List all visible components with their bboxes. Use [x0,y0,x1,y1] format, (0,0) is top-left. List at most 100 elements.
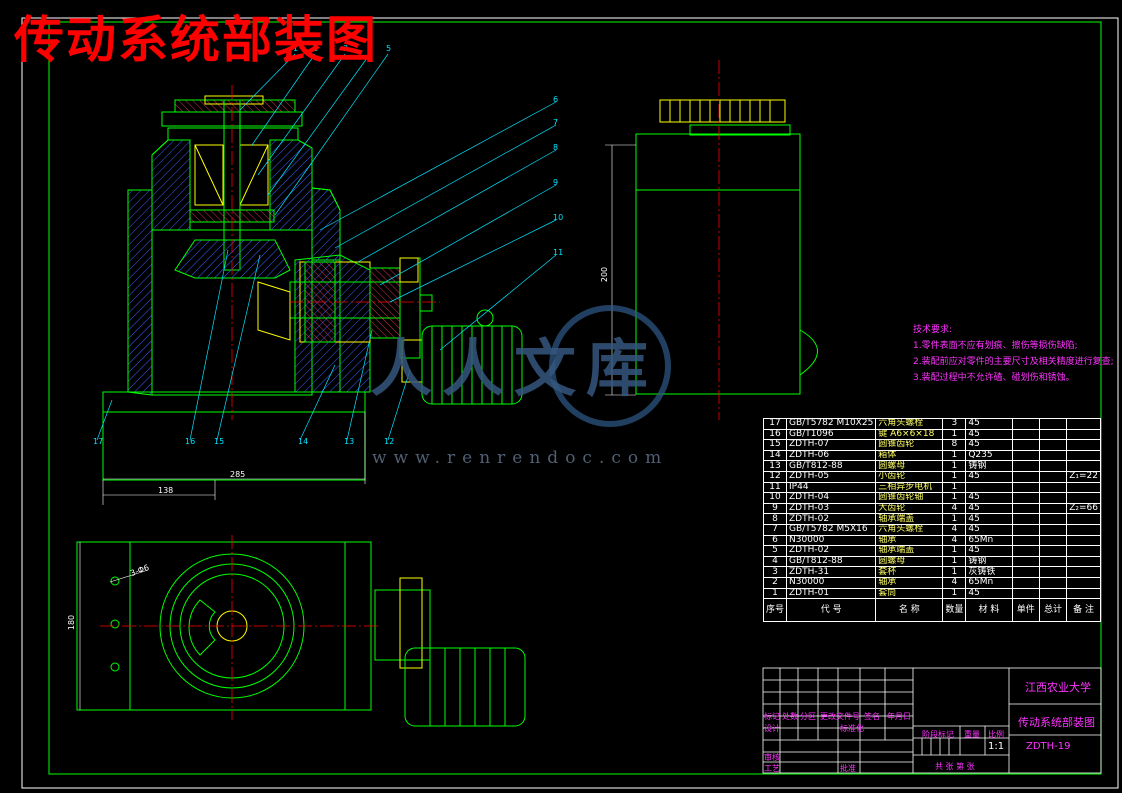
bom-cell-material: 45 [965,439,1013,451]
bom-cell-code: GB/T812-88 [786,555,877,568]
bom-cell-name: 圆锥齿轮轴 [875,492,944,504]
callout-number: 15 [214,437,225,446]
bom-cell-material: 65Mn [965,576,1013,589]
bom-cell-qty: 3 [942,418,967,430]
bom-cell-total-weight [1038,576,1068,589]
bom-cell-material: 45 [965,513,1013,525]
watermark-url: www.renrendoc.com [372,448,669,468]
bom-cell-name: 三相异步电机 [875,481,944,494]
bom-cell-qty: 1 [942,449,967,462]
bom-header-qty: 数量 [942,598,967,623]
tb-label-stage-mark: 阶段标记 [922,730,954,739]
dimension-lines-top [79,542,149,710]
bom-cell-total-weight [1038,513,1068,525]
bom-cell-name: 套杯 [875,566,944,578]
bom-cell-name: 套筒 [875,587,944,600]
bom-cell-name: 小齿轮 [875,470,944,483]
bom-cell-total-weight [1038,449,1068,462]
bom-cell-name: 圆螺母 [875,460,944,472]
sheet-count: 共 张 第 张 [935,762,975,771]
bom-cell-material: 45 [965,545,1013,557]
tb-label-count: 处数 [782,712,798,721]
tb-label-approve: 批准 [840,764,856,773]
bom-cell-code: N30000 [786,576,877,589]
callout-number: 8 [553,143,559,152]
tb-label-weight: 重量 [964,730,980,739]
bom-cell-note [1066,555,1101,568]
bom-cell-unit-weight [1011,523,1040,536]
bom-cell-code: GB/T1096 [786,428,877,441]
requirement-item: 1.零件表面不应有划痕、擦伤等损伤缺陷; [913,341,1078,351]
bom-cell-code: ZDTH-02 [786,513,877,525]
bom-cell-no: 11 [762,481,788,494]
bom-cell-code: GB/T812-88 [786,460,877,472]
bom-cell-note [1066,534,1101,547]
bom-cell-note [1066,439,1101,451]
bom-cell-total-weight [1038,439,1068,451]
bom-cell-code: ZDTH-07 [786,439,877,451]
bom-cell-material: 45 [965,428,1013,441]
bom-cell-no: 6 [762,534,788,547]
bom-cell-name: 轴承端盖 [875,545,944,557]
bom-header-unit-weight: 单件 [1011,598,1040,623]
bom-cell-note: Z₁=22 [1066,470,1101,483]
bom-cell-total-weight [1038,534,1068,547]
bom-cell-no: 14 [762,449,788,462]
bom-cell-qty: 1 [942,545,967,557]
bom-cell-no: 1 [762,587,788,600]
bom-cell-code: ZDTH-06 [786,449,877,462]
dimension-180: 180 [67,614,77,631]
bom-cell-note: Z₂=66 [1066,502,1101,515]
bom-cell-unit-weight [1011,418,1040,430]
drawing-code: ZDTH-19 [1026,741,1071,752]
leader-lines [96,53,557,441]
bom-cell-note [1066,449,1101,462]
bom-cell-material: 45 [965,418,1013,430]
bom-cell-total-weight [1038,566,1068,578]
bom-cell-note [1066,513,1101,525]
centerlines-top [100,535,380,720]
callout-number: 9 [553,178,559,187]
bom-cell-qty: 4 [942,576,967,589]
bom-cell-no: 9 [762,502,788,515]
title-block-grid [762,667,1102,774]
bom-cell-qty: 1 [942,587,967,600]
bom-header-name: 名 称 [875,598,944,623]
bom-cell-note [1066,523,1101,536]
bom-cell-code: GB/T5782 M10X25 [786,418,877,430]
callout-number: 13 [344,437,355,446]
bom-cell-unit-weight [1011,513,1040,525]
bom-cell-no: 2 [762,576,788,589]
bom-cell-no: 12 [762,470,788,483]
callout-number: 5 [386,44,392,53]
bom-cell-note [1066,460,1101,472]
bom-cell-qty: 1 [942,481,967,494]
bom-cell-material: 灰铸铁 [965,566,1013,578]
bom-cell-code: ZDTH-01 [786,587,877,600]
bom-cell-unit-weight [1011,555,1040,568]
bom-cell-unit-weight [1011,481,1040,494]
bom-cell-unit-weight [1011,545,1040,557]
bom-cell-qty: 4 [942,534,967,547]
callout-number: 14 [298,437,309,446]
motor-front [421,309,523,405]
bom-cell-qty: 4 [942,523,967,536]
bom-cell-name: 圆锥齿轮 [875,439,944,451]
sheet-inner-frame [48,21,1102,775]
dimension-lines-side [605,144,636,396]
watermark-logo: 人人文库 [370,332,659,405]
bom-cell-qty: 1 [942,566,967,578]
bom-cell-unit-weight [1011,439,1040,451]
dimension-138: 138 [158,486,174,495]
bom-cell-total-weight [1038,587,1068,600]
